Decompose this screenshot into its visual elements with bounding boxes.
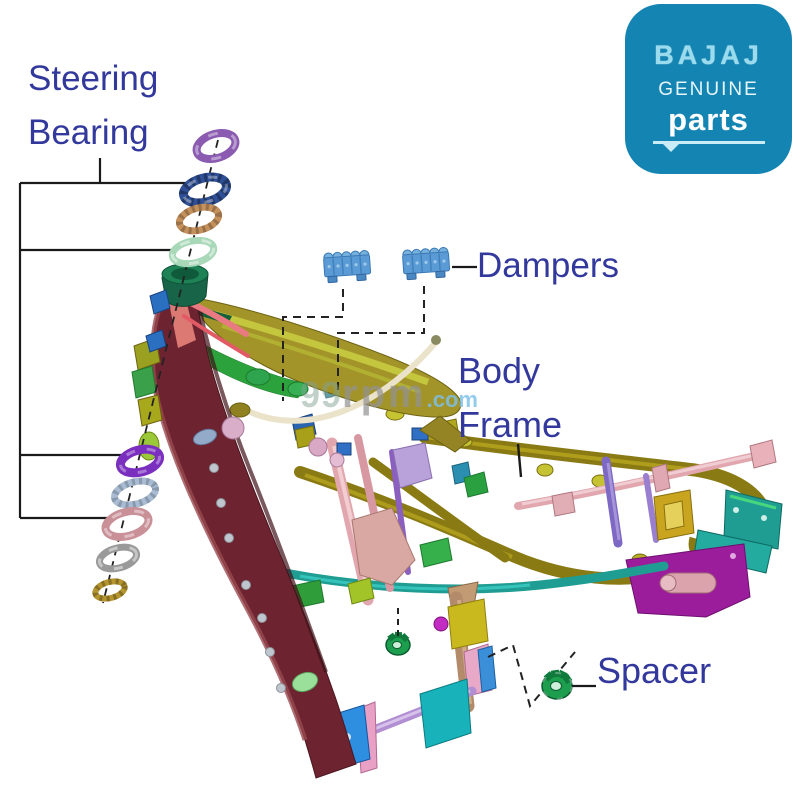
steering-bearing-label-line2: Bearing bbox=[28, 113, 149, 152]
gold-washer bbox=[92, 578, 128, 602]
steering-axis-dashed-line bbox=[102, 139, 219, 604]
mid-pink-tubes bbox=[326, 434, 433, 606]
steering-head bbox=[149, 263, 250, 358]
rear-pink-tube bbox=[514, 439, 777, 517]
rear-magenta-bracket bbox=[625, 543, 751, 618]
tan-washer bbox=[175, 203, 223, 235]
gray-washer bbox=[95, 543, 141, 573]
steering-bearing-label: Steering Bearing bbox=[28, 52, 158, 160]
green-washer bbox=[168, 236, 218, 268]
body-frame-illustration bbox=[131, 263, 783, 779]
steering-bearing-stack bbox=[92, 129, 240, 602]
steel-washer bbox=[111, 477, 159, 509]
steering-bearing-callout-bracket bbox=[18, 158, 197, 520]
damper-block-right bbox=[402, 247, 451, 281]
logo-underline bbox=[652, 141, 765, 152]
maroon-downtube bbox=[131, 290, 357, 779]
body-frame-label-line2: Frame bbox=[458, 404, 563, 445]
damper-block-left bbox=[323, 250, 372, 284]
rear-struts bbox=[601, 456, 695, 548]
logo-brand-text: BAJAJ bbox=[654, 40, 763, 70]
blue-bearing-ring bbox=[179, 172, 231, 208]
body-frame-pointer-line bbox=[516, 443, 523, 478]
bajaj-genuine-parts-logo: BAJAJ GENUINE parts bbox=[625, 4, 792, 174]
dampers-label: Dampers bbox=[477, 246, 619, 285]
damper-left-dashed-line bbox=[282, 289, 344, 401]
violet-washer bbox=[115, 444, 165, 478]
watermark-com: .com bbox=[426, 387, 478, 412]
logo-parts-text: parts bbox=[668, 102, 749, 137]
rose-washer bbox=[101, 507, 153, 541]
spacer-label: Spacer bbox=[597, 650, 712, 691]
body-frame-label: Body Frame bbox=[458, 344, 562, 452]
watermark-prefix: 99 bbox=[300, 374, 343, 415]
purple-washer bbox=[192, 129, 240, 163]
body-frame-label-line1: Body bbox=[458, 350, 541, 391]
watermark-rpm: rpm bbox=[342, 372, 427, 416]
spacer-part bbox=[541, 669, 573, 700]
logo-genuine-text: GENUINE bbox=[658, 79, 759, 100]
steering-bearing-label-line1: Steering bbox=[28, 59, 159, 98]
watermark: 99rpm.com bbox=[300, 372, 478, 417]
damper-right-dashed-line bbox=[337, 286, 425, 396]
